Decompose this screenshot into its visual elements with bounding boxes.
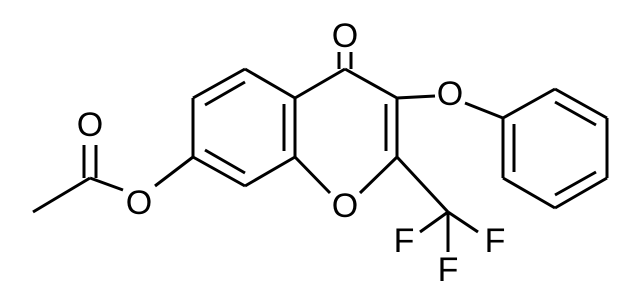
bond [396,94,436,100]
bond [294,67,346,100]
bond [344,67,398,100]
bond [154,155,194,188]
trifluoromethyl-group [395,155,479,252]
bond [419,210,449,234]
double-bond-inner [204,148,246,175]
bond [502,87,556,120]
bond [192,155,246,188]
bond [89,176,124,192]
bond [244,155,296,188]
benzo-ring [191,67,297,188]
bond [447,210,479,234]
atom-label-fluorine-bottom: F [438,251,459,289]
carbonyl-group [337,52,353,69]
double-bond-inner [554,100,597,127]
atom-label-carbonyl-o: O [332,17,358,55]
bond [32,176,91,214]
atom-label-fluorine-right: F [485,222,506,260]
atom-label-fluorine-left: F [394,222,415,260]
bond [244,67,296,100]
double-bond-inner [204,80,246,107]
acetate-group [32,145,194,214]
atom-labels: O O O O O F F F [77,17,506,289]
phenoxy-group [396,87,609,210]
pyranone-ring [293,67,399,195]
atom-label-ester-o: O [126,184,152,222]
double-bond-inner [554,170,597,197]
bond [192,67,246,100]
bond [464,101,504,120]
atom-label-ether-o: O [437,75,463,113]
bond [554,87,608,120]
atom-label-ring-o: O [332,187,358,225]
bond [502,176,556,210]
bond [395,155,450,214]
bond [358,155,399,195]
bond [554,176,608,210]
bond [293,155,332,195]
atom-label-acetyl-o: O [77,106,103,144]
